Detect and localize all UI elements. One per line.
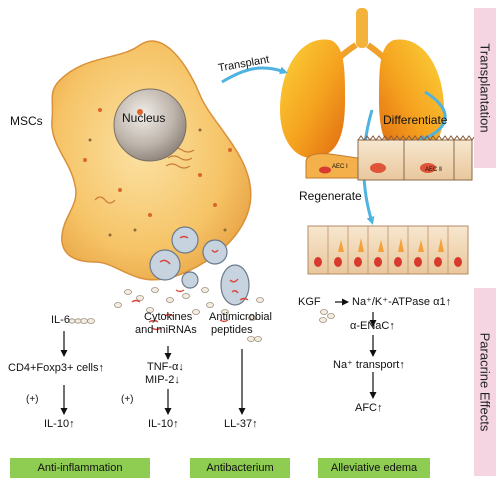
tnf-alpha-label: TNF-α↓ (147, 361, 184, 373)
transplantation-panel: Transplantation (474, 8, 496, 168)
plus-marker-1: (+) (26, 394, 39, 405)
na-transport-label: Na⁺ transport↑ (333, 359, 405, 371)
aec2-label: AEC Ⅱ (425, 167, 442, 173)
transplantation-title: Transplantation (477, 43, 493, 133)
mscs-label: MSCs (10, 114, 43, 128)
differentiate-arrow (417, 90, 447, 143)
regenerate-label: Regenerate (299, 189, 362, 203)
vesicle-contents (159, 235, 239, 294)
enac-label: α-ENaC↑ (350, 320, 395, 332)
plus-marker-2: (+) (121, 394, 134, 405)
paracrine-title: Paracrine Effects (477, 332, 493, 432)
antimicrobial-label: Antimicrobial (209, 311, 272, 323)
regenerated-epithelium (307, 225, 469, 275)
transplant-arrow (221, 66, 288, 84)
il6-label: IL-6 (51, 314, 70, 326)
mirnas-label: and miRNAs (135, 324, 197, 336)
category-anti-inflammation: Anti-inflammation (10, 458, 150, 478)
cd4-foxp3-label: CD4+Foxp3+ cells↑ (8, 362, 104, 374)
flow-arrows (60, 298, 377, 415)
cytokines-label: Cytokines (144, 311, 193, 323)
mip2-label: MIP-2↓ (145, 374, 180, 386)
secreted-particles (80, 287, 335, 342)
category-alleviative-edema: Alleviative edema (318, 458, 430, 478)
differentiate-label: Differentiate (383, 113, 448, 127)
peptides-label: peptides (211, 324, 253, 336)
kgf-label: KGF (298, 296, 321, 308)
aec1-label: AEC Ⅰ (332, 164, 348, 170)
alveolar-epithelium (305, 135, 479, 181)
lungs (280, 8, 444, 159)
afc-label: AFC↑ (355, 402, 383, 414)
vesicles (149, 226, 250, 306)
ll37-label: LL-37↑ (224, 418, 258, 430)
il6-particle-icon (68, 318, 82, 324)
il10-label-2: IL-10↑ (148, 418, 179, 430)
nucleus (113, 88, 187, 162)
category-antibacterium: Antibacterium (190, 458, 290, 478)
il10-label-1: IL-10↑ (44, 418, 75, 430)
paracrine-panel: Paracrine Effects (474, 288, 496, 476)
na-k-atpase-label: Na⁺/K⁺-ATPase α1↑ (352, 296, 452, 308)
nucleus-label: Nucleus (122, 111, 166, 125)
